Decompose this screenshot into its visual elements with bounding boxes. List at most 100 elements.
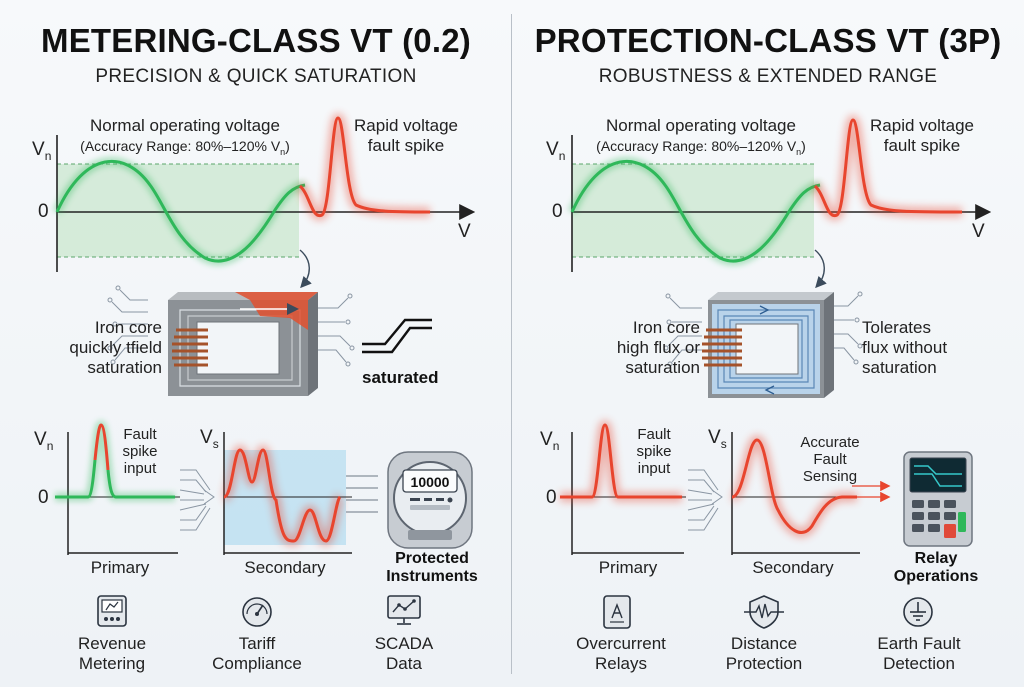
- right-icon-1-line1: Overcurrent: [576, 634, 666, 653]
- right-fault-line1: Fault: [637, 426, 671, 443]
- right-device-line2: Operations: [893, 568, 979, 585]
- right-core-left-line1: Iron core: [632, 318, 700, 337]
- left-device-line1: Protected: [395, 550, 469, 567]
- right-normal-label-line1: Normal operating voltage: [606, 116, 796, 135]
- left-vs-label: Vs: [200, 427, 219, 451]
- left-core-label: Iron core quickly tfield saturation: [12, 318, 162, 378]
- circuit-traces-right: [832, 291, 863, 365]
- left-icon-label-2: Tariff Compliance: [202, 634, 312, 674]
- right-normal-label-line2: (Accuracy Range: 80%–120% Vn): [596, 138, 806, 157]
- left-fault-line1: Fault: [123, 426, 157, 443]
- left-icon-3-line1: SCADA: [374, 634, 434, 653]
- left-primary-zero: 0: [38, 487, 49, 508]
- left-normal-label: Normal operating voltage (Accuracy Range…: [60, 116, 310, 162]
- right-subtitle: ROBUSTNESS & EXTENDED RANGE: [598, 66, 938, 87]
- fault-spike-wave: [298, 116, 431, 218]
- left-core-label-line2: quickly tfield: [69, 338, 162, 357]
- right-icon-1-line2: Relays: [595, 654, 647, 673]
- right-core-right-line3: saturation: [862, 358, 937, 377]
- iron-core-robust: [708, 292, 834, 398]
- right-icon-label-2: Distance Protection: [709, 634, 819, 674]
- output-leads: [346, 475, 378, 513]
- primary-spike-red: [93, 423, 110, 471]
- flow-arrow: [814, 249, 827, 289]
- left-title: METERING-CLASS VT (0.2): [41, 22, 471, 59]
- fault-spike-wave: [813, 118, 963, 218]
- primary-spike-tail: [106, 469, 175, 499]
- left-normal-label-line1: Normal operating voltage: [90, 116, 280, 135]
- accuracy-range-band: [572, 164, 814, 257]
- primary-spike-green: [55, 459, 97, 499]
- left-normal-label-line2: (Accuracy Range: 80%–120% Vn): [80, 138, 290, 157]
- left-icon-2-line2: Compliance: [212, 654, 302, 673]
- right-core-left-line3: saturation: [625, 358, 700, 377]
- right-spike-label-line2: fault spike: [883, 136, 961, 155]
- left-device-line2: Instruments: [386, 568, 478, 585]
- right-icon-2-line1: Distance: [730, 634, 798, 653]
- earth-ground-icon: [903, 597, 933, 627]
- saturation-curve-icon: [362, 318, 432, 354]
- right-core-right-line2: flux without: [862, 338, 948, 357]
- circuit-traces-left: [663, 293, 702, 367]
- signal-connector: [687, 469, 723, 531]
- right-core-right-line1: Tolerates: [862, 318, 931, 337]
- right-core-right-label: Tolerates flux without saturation: [862, 318, 992, 378]
- left-primary-vn: Vn: [34, 429, 54, 453]
- right-icon-label-1: Overcurrent Relays: [561, 634, 681, 674]
- saturated-label: saturated: [362, 368, 439, 387]
- right-axis-vn: Vn: [546, 139, 566, 163]
- left-spike-label: Rapid voltage fault spike: [346, 116, 466, 156]
- meter-display-readout: 10000: [411, 474, 450, 490]
- circuit-traces-left: [107, 285, 148, 365]
- gauge-icon: [242, 597, 272, 627]
- accurate-fault-sensing-label: Accurate Fault Sensing: [790, 434, 870, 485]
- relay-device: [903, 451, 973, 547]
- iron-core-saturated: [168, 292, 318, 396]
- right-fault-line2: spike: [636, 443, 672, 460]
- left-secondary-label: Secondary: [244, 558, 326, 577]
- circuit-traces-right: [316, 293, 355, 367]
- left-fault-line2: spike: [122, 443, 158, 460]
- right-icon-2-line2: Protection: [725, 654, 803, 673]
- distance-shield-icon: [744, 595, 784, 629]
- left-icon-label-3: SCADA Data: [349, 634, 459, 674]
- right-title: PROTECTION-CLASS VT (3P): [534, 22, 1002, 59]
- right-icon-3-line1: Earth Fault: [877, 634, 961, 653]
- meter-icon: [97, 595, 127, 627]
- right-spike-label: Rapid voltage fault spike: [862, 116, 982, 156]
- normal-voltage-wave: [570, 160, 821, 263]
- left-axis-zero: 0: [38, 201, 49, 222]
- normal-voltage-wave: [55, 160, 306, 263]
- left-diagram: 10000: [52, 112, 476, 627]
- left-subtitle: PRECISION & QUICK SATURATION: [95, 66, 417, 87]
- right-sense-line3: Sensing: [802, 468, 858, 485]
- left-icon-2-line1: Tariff: [238, 634, 276, 653]
- left-icon-label-1: Revenue Metering: [57, 634, 167, 674]
- flow-arrow: [299, 249, 312, 289]
- right-secondary-label: Secondary: [752, 558, 834, 577]
- secondary-clipped-wave: [223, 448, 342, 543]
- right-icon-3-line2: Detection: [883, 654, 955, 673]
- relay-icon: [603, 595, 631, 629]
- left-core-label-line1: Iron core: [94, 318, 162, 337]
- left-primary-label: Primary: [90, 558, 150, 577]
- right-diagram: [560, 114, 992, 629]
- scada-monitor-icon: [387, 595, 421, 625]
- winding-coil: [702, 328, 742, 367]
- left-core-label-line3: saturation: [87, 358, 162, 377]
- relay-leads: [852, 480, 891, 503]
- right-primary-zero: 0: [546, 487, 557, 508]
- primary-spike: [560, 423, 682, 499]
- left-icon-1-line2: Metering: [78, 654, 146, 673]
- left-fault-line3: input: [123, 460, 157, 477]
- accuracy-range-band: [57, 164, 299, 257]
- right-normal-label: Normal operating voltage (Accuracy Range…: [576, 116, 826, 162]
- left-axis-vn: Vn: [32, 139, 52, 163]
- right-icon-label-3: Earth Fault Detection: [859, 634, 979, 674]
- right-sense-line1: Accurate: [800, 434, 860, 451]
- right-fault-input-label: Fault spike input: [626, 426, 682, 477]
- right-primary-vn: Vn: [540, 429, 560, 453]
- right-vs-label: Vs: [708, 427, 727, 451]
- right-core-left-label: Iron core high flux or saturation: [548, 318, 700, 378]
